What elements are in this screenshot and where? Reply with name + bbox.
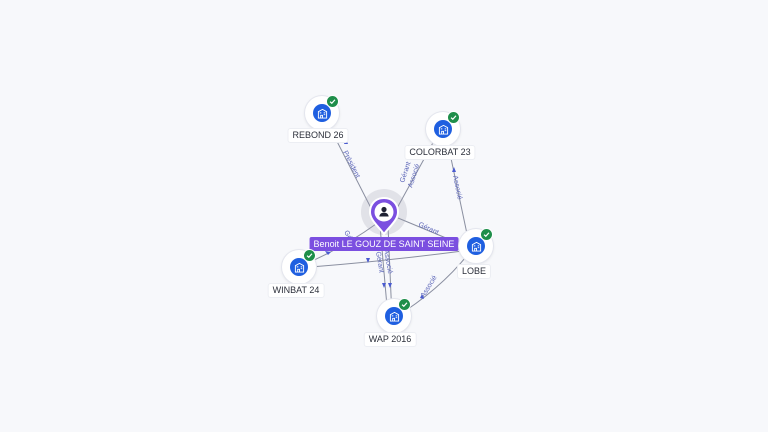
- person-pin[interactable]: [368, 196, 400, 236]
- person-icon: [379, 206, 389, 217]
- arrow-head: [325, 251, 331, 255]
- verified-check-icon: [326, 95, 339, 108]
- edge-label-lobe-wap: Associé: [420, 274, 439, 299]
- company-node-colorbat-23[interactable]: [426, 111, 460, 146]
- arrow-head: [366, 258, 370, 263]
- verified-check-icon: [480, 228, 493, 241]
- arrow-head: [452, 167, 456, 172]
- building-icon: [385, 307, 403, 325]
- company-node-rebond-26[interactable]: [305, 95, 339, 130]
- arrow-head: [388, 283, 392, 288]
- edge-winbat-lobe: [295, 249, 471, 269]
- edge-label-wap-2: Associé: [382, 249, 393, 274]
- edge-label-rebond: Président: [341, 150, 361, 180]
- verified-check-icon: [398, 298, 411, 311]
- edge-label-colorbat-lobe: Associé: [451, 175, 463, 201]
- building-icon: [290, 258, 308, 276]
- arrow-head: [382, 283, 386, 288]
- verified-check-icon: [303, 249, 316, 262]
- building-icon: [434, 120, 452, 138]
- company-label[interactable]: LOBE: [457, 265, 491, 278]
- company-label[interactable]: COLORBAT 23: [405, 146, 475, 159]
- building-icon: [313, 104, 331, 122]
- edge-rebond: [321, 111, 373, 211]
- verified-check-icon: [447, 111, 460, 124]
- building-icon: [467, 237, 485, 255]
- company-node-lobe[interactable]: [459, 228, 493, 263]
- company-label[interactable]: REBOND 26: [288, 129, 348, 142]
- company-label[interactable]: WAP 2016: [364, 333, 416, 346]
- company-label[interactable]: WINBAT 24: [268, 284, 324, 297]
- person-name-label[interactable]: Benoit LE GOUZ DE SAINT SEINE: [309, 237, 459, 251]
- edge-label-lobe: Gérant: [417, 221, 439, 236]
- edge-colorbat: [395, 129, 441, 211]
- edge-label-wap-1: Gérant: [374, 251, 385, 273]
- company-node-wap-2016[interactable]: [377, 298, 411, 333]
- arrow-head: [420, 294, 424, 299]
- company-node-winbat-24[interactable]: [282, 249, 316, 284]
